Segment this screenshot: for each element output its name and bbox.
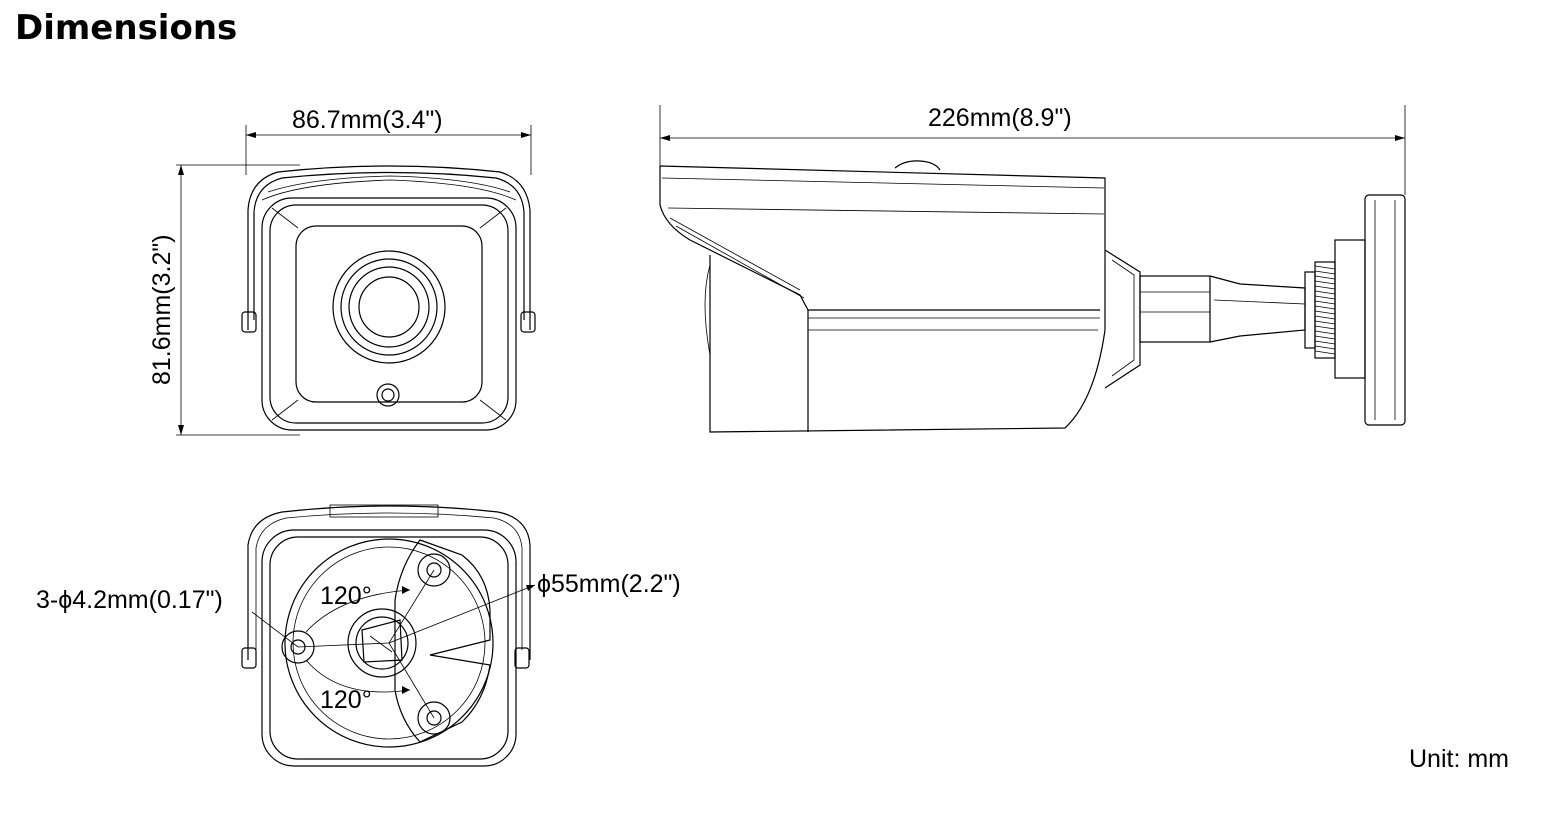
mount-diameter-label: ϕ55mm(2.2")	[537, 570, 681, 598]
front-view	[176, 125, 536, 436]
knurl-line	[1314, 345, 1336, 350]
page-title: Dimensions	[15, 8, 238, 48]
knurl-line	[1314, 300, 1336, 305]
knurl-line	[1314, 295, 1336, 300]
front-width-label: 86.7mm(3.4")	[292, 106, 443, 134]
knurl-line	[1314, 290, 1336, 295]
knurl-line	[1314, 275, 1336, 280]
knurl-line	[1314, 350, 1336, 355]
angle-bottom-label: 120°	[320, 686, 372, 714]
angle-top-label: 120°	[320, 582, 372, 610]
knurl-line	[1314, 285, 1336, 290]
side-view	[659, 105, 1406, 433]
knurl-line	[1314, 315, 1336, 320]
knurl-line	[1314, 280, 1336, 285]
knurl-line	[1314, 310, 1336, 315]
knurl-line	[1314, 270, 1336, 275]
side-length-label: 226mm(8.9")	[928, 104, 1072, 132]
mount-view	[241, 504, 536, 767]
knurl-line	[1314, 265, 1336, 270]
knurl-line	[1314, 330, 1336, 335]
knurl-line	[1314, 340, 1336, 345]
front-height-label: 81.6mm(3.2")	[148, 234, 176, 385]
knurl-line	[1314, 305, 1336, 310]
mount-holes-label: 3-ϕ4.2mm(0.17")	[36, 586, 223, 614]
knurl-line	[1314, 335, 1336, 340]
knurl-line	[1314, 320, 1336, 325]
unit-label: Unit: mm	[1409, 745, 1509, 773]
knurl-line	[1314, 325, 1336, 330]
